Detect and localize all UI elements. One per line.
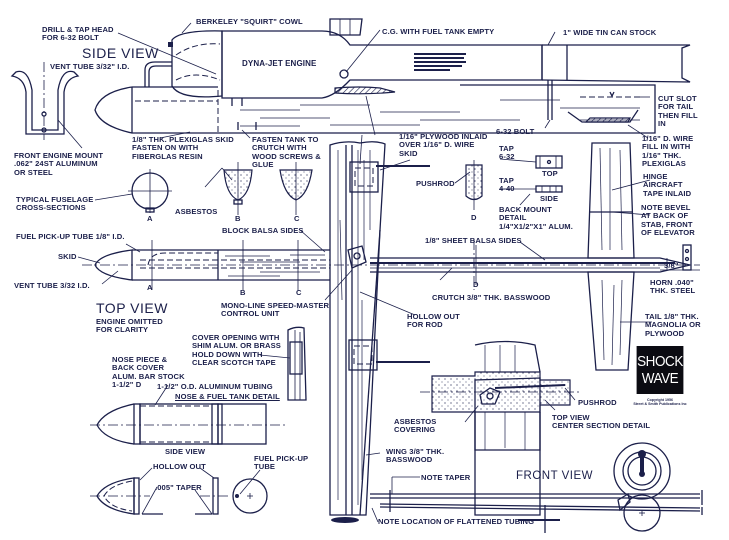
- label-al-tubing: 1-1/2" O.D. ALUMINUM TUBING: [157, 382, 273, 391]
- nose-tank-detail-title: NOSE & FUEL TANK DETAIL: [175, 392, 280, 401]
- front-engine-mount-drawing: [10, 62, 83, 149]
- section-mark-a: A: [147, 214, 153, 223]
- label-three-eighths: 3/8": [664, 261, 679, 270]
- copyright-line-1: Copyright 1956: [647, 398, 673, 402]
- label-sheet-balsa: 1/8" SHEET BALSA SIDES: [425, 236, 522, 245]
- shock-wave-logo: SHOCK WAVE: [636, 346, 684, 394]
- wing-drawing: [329, 134, 430, 523]
- label-cover-opening: COVER OPENING WITH SHIM ALUM. OR BRASS H…: [192, 333, 281, 368]
- section-mark-b: B: [235, 214, 241, 223]
- label-front-mount: FRONT ENGINE MOUNT .062" 24ST ALUMINUM O…: [14, 151, 104, 177]
- top-view-title: TOP VIEW: [96, 300, 168, 316]
- label-632-bolt: 6-32 BOLT: [496, 127, 535, 136]
- label-tin-can: 1" WIDE TIN CAN STOCK: [563, 28, 657, 37]
- tank-side-view-title: SIDE VIEW: [165, 447, 206, 456]
- side-view-title: SIDE VIEW: [82, 45, 159, 61]
- section-mark-a-top: A: [147, 283, 153, 292]
- label-fuel-pickup-top: FUEL PICK-UP TUBE 1/8" I.D.: [16, 232, 125, 241]
- label-skid: SKID: [58, 252, 77, 261]
- cross-sections-drawing: [94, 160, 483, 215]
- label-vent-tube-top: VENT TUBE 3/32 I.D.: [14, 281, 90, 290]
- label-wire-fill: 1/16" D. WIRE FILL IN WITH 1/16" THK. PL…: [642, 134, 694, 169]
- back-mount-detail-drawing: [499, 155, 563, 206]
- nose-tank-detail-drawing: [90, 384, 288, 515]
- copyright: Copyright 1956 Street & Smith Publicatio…: [618, 398, 702, 406]
- label-cross-sections: TYPICAL FUSELAGE CROSS-SECTIONS: [16, 195, 94, 213]
- section-mark-c-top: C: [296, 288, 302, 297]
- label-plexi-skid: 1/8" THK. PLEXIGLAS SKID FASTEN ON WITH …: [132, 135, 234, 161]
- label-block-balsa: BLOCK BALSA SIDES: [222, 226, 304, 235]
- label-plywood-inlaid: 1/16" PLYWOOD INLAID OVER 1/16" D. WIRE …: [399, 132, 488, 158]
- label-fasten-tank: FASTEN TANK TO CRUTCH WITH WOOD SCREWS &…: [252, 135, 321, 170]
- section-mark-c: C: [294, 214, 300, 223]
- label-pushrod-d: PUSHROD: [416, 179, 455, 188]
- side-view-drawing: [94, 18, 691, 139]
- label-hollow-rod: HOLLOW OUT FOR ROD: [407, 312, 460, 330]
- label-wing: WING 3/8" THK. BASSWOOD: [386, 447, 445, 465]
- tail-drawing: [587, 142, 652, 371]
- front-view-title: FRONT VIEW: [516, 470, 593, 482]
- label-note-taper: NOTE TAPER: [421, 473, 471, 482]
- label-tail: TAIL 1/8" THK. MAGNOLIA OR PLYWOOD: [645, 312, 701, 338]
- section-mark-d: D: [471, 213, 477, 222]
- label-tap-632: TAP 6-32: [499, 144, 515, 162]
- label-horn: HORN .040" THK. STEEL: [650, 278, 696, 296]
- copyright-line-2: Street & Smith Publications Inc: [633, 402, 687, 406]
- center-section-drawing: [420, 340, 580, 516]
- section-mark-d-top: D: [473, 280, 479, 289]
- label-mono-line: MONO-LINE SPEED-MASTER CONTROL UNIT: [221, 301, 330, 319]
- label-hinge: HINGE AIRCRAFT TAPE INLAID: [643, 172, 692, 198]
- label-taper-005: .005" TAPER: [155, 483, 202, 492]
- label-bevel: NOTE BEVEL AT BACK OF STAB, FRONT OF ELE…: [641, 203, 695, 238]
- label-flattened-tubing: NOTE LOCATION OF FLATTENED TUBING: [378, 517, 535, 526]
- label-cg: C.G. WITH FUEL TANK EMPTY: [382, 27, 495, 36]
- section-mark-b-top: B: [240, 288, 246, 297]
- cover-opening-drawing: [259, 326, 307, 401]
- label-side: SIDE: [540, 194, 559, 203]
- label-cut-slot: CUT SLOT FOR TAIL THEN FILL IN: [658, 94, 698, 129]
- label-asbestos: ASBESTOS: [175, 207, 218, 216]
- top-view-drawing: [77, 229, 700, 316]
- logo-line-2: WAVE: [641, 370, 679, 387]
- label-engine: DYNA-JET ENGINE: [242, 59, 317, 68]
- engine-data-plate: [414, 53, 466, 71]
- label-drill-tap: DRILL & TAP HEAD FOR 6-32 BOLT: [42, 25, 114, 43]
- label-nose-piece: NOSE PIECE & BACK COVER ALUM. BAR STOCK …: [112, 355, 185, 390]
- logo-line-1: SHOCK: [637, 353, 683, 370]
- label-vent-tube-side: VENT TUBE 3/32" I.D.: [50, 62, 130, 71]
- label-crutch: CRUTCH 3/8" THK. BASSWOOD: [432, 293, 551, 302]
- label-pushrod-center: PUSHROD: [578, 398, 617, 407]
- center-section-title: TOP VIEW CENTER SECTION DETAIL: [552, 413, 651, 431]
- label-fuel-pickup-tube: FUEL PICK-UP TUBE: [254, 454, 309, 472]
- label-tap-440: TAP 4-40: [499, 176, 515, 194]
- label-back-mount: BACK MOUNT DETAIL 1/4"X1/2"X1" ALUM.: [499, 205, 573, 231]
- label-top: TOP: [542, 169, 558, 178]
- front-view-drawing: [370, 442, 703, 533]
- top-view-note: ENGINE OMITTED FOR CLARITY: [96, 317, 163, 335]
- label-hollow-out: HOLLOW OUT: [153, 462, 206, 471]
- label-cowl: BERKELEY "SQUIRT" COWL: [196, 17, 303, 26]
- label-asbestos-covering: ASBESTOS COVERING: [394, 417, 437, 435]
